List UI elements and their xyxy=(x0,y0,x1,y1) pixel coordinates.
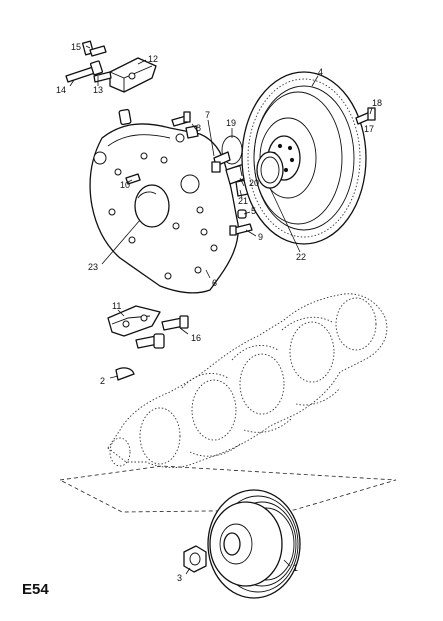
callout-14: 14 xyxy=(56,85,66,95)
figure-code: E54 xyxy=(22,581,49,598)
woodruff-key xyxy=(115,367,135,381)
callout-1: 1 xyxy=(293,563,298,573)
callout-16: 16 xyxy=(191,333,201,343)
crankshaft xyxy=(107,293,388,469)
callout-2: 2 xyxy=(100,376,105,386)
flywheel xyxy=(241,71,376,245)
bracket-assembly-top xyxy=(65,40,157,93)
pulley-nut xyxy=(183,545,207,573)
callout-3: 3 xyxy=(177,573,182,583)
callout-8: 8 xyxy=(196,123,201,133)
callout-17: 17 xyxy=(364,124,374,134)
crank-pulley xyxy=(207,489,301,599)
dashed-guide-box xyxy=(58,465,397,513)
callout-7: 7 xyxy=(205,110,210,120)
callout-23: 23 xyxy=(88,262,98,272)
callout-9: 9 xyxy=(258,232,263,242)
callout-13: 13 xyxy=(93,85,103,95)
callout-18: 18 xyxy=(372,98,382,108)
callout-4: 4 xyxy=(318,67,323,77)
callout-20: 20 xyxy=(249,178,259,188)
callout-15: 15 xyxy=(71,42,81,52)
callout-12: 12 xyxy=(148,54,158,64)
adaptor-plate xyxy=(89,123,239,294)
callout-22: 22 xyxy=(296,252,306,262)
callout-6: 6 xyxy=(212,278,217,288)
plate-fasteners xyxy=(118,108,253,236)
callout-10: 10 xyxy=(120,180,130,190)
callout-21: 21 xyxy=(238,196,248,206)
leader-lines xyxy=(69,45,373,575)
callout-19: 19 xyxy=(226,118,236,128)
callout-11: 11 xyxy=(112,301,121,311)
callout-5: 5 xyxy=(251,206,256,216)
callout-labels: 15 12 14 13 4 18 17 7 19 8 10 20 21 5 9 … xyxy=(56,42,382,583)
